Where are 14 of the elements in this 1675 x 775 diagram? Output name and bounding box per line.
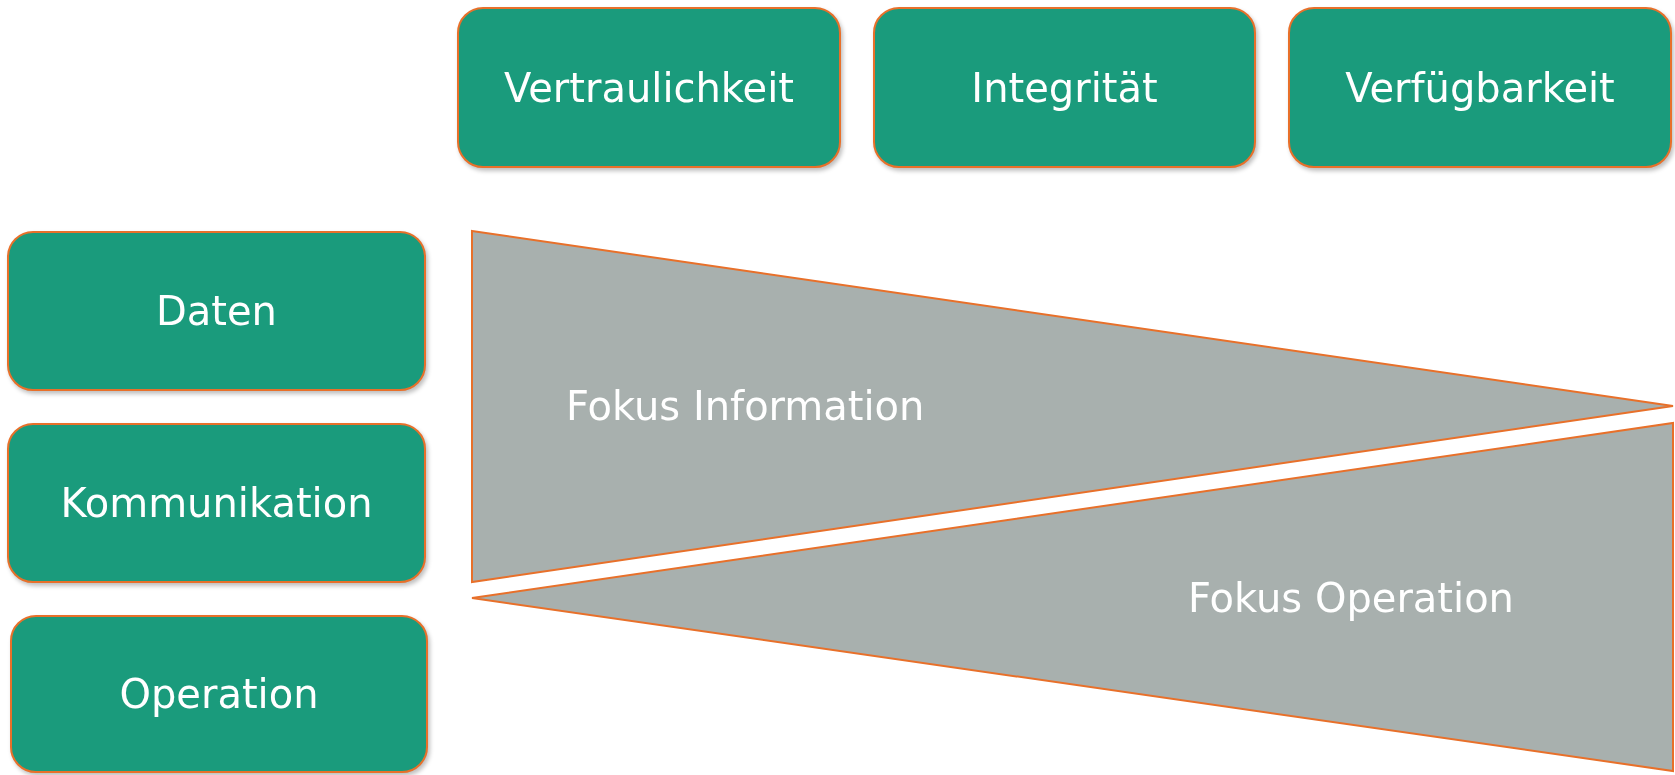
label-text: Fokus Operation (1188, 575, 1514, 621)
category-box (10, 615, 428, 773)
label-text: Daten (156, 288, 277, 334)
label-text: Kommunikation (60, 480, 373, 526)
label-text: Operation (119, 671, 319, 717)
category-box (873, 7, 1256, 168)
label-text: Integrität (971, 64, 1158, 111)
category-box (1288, 7, 1672, 168)
label-text: Verfügbarkeit (1345, 64, 1615, 111)
category-box (7, 423, 426, 583)
category-box (7, 231, 426, 391)
label-text: Fokus Information (566, 383, 925, 429)
category-box (457, 7, 841, 168)
label-text: Vertraulichkeit (504, 64, 794, 111)
